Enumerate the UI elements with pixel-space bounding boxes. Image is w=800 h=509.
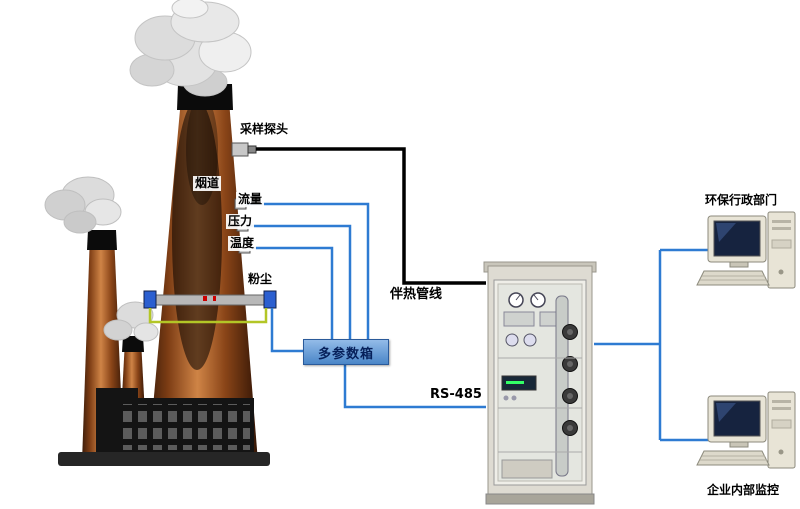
pressure-label: 压力	[226, 214, 255, 229]
main-stack-smoke	[129, 0, 252, 97]
flue-duct-label: 烟道	[193, 176, 222, 191]
epa-department-label: 环保行政部门	[705, 193, 778, 207]
enterprise-monitoring-label: 企业内部监控	[707, 483, 780, 497]
temperature-label: 温度	[228, 236, 257, 251]
network-line	[594, 248, 710, 442]
flow-label: 流量	[236, 192, 265, 207]
dust-label: 粉尘	[246, 272, 275, 287]
dust-cable	[148, 308, 268, 324]
analyzer-cabinet	[483, 261, 597, 505]
multi-parameter-box: 多参数箱	[303, 339, 389, 365]
epa-computer	[696, 211, 796, 289]
heat-traced-line-label: 伴热管线	[390, 287, 443, 302]
sampling-probe-device	[231, 142, 257, 157]
sampling-probe-label: 采样探头	[238, 122, 291, 137]
ground-base	[58, 452, 270, 466]
rs485-label: RS-485	[430, 387, 482, 402]
temperature-signal-line	[250, 246, 334, 339]
flow-signal-line	[246, 202, 370, 339]
rs485-line	[343, 363, 486, 409]
dust-monitor	[143, 290, 277, 324]
small-chimney-smoke	[44, 176, 122, 234]
pressure-signal-line	[248, 224, 352, 339]
dust-signal-line	[270, 308, 303, 353]
factory-building	[96, 388, 254, 454]
enterprise-computer	[696, 391, 796, 469]
heat-traced-pipeline-line	[256, 147, 486, 285]
